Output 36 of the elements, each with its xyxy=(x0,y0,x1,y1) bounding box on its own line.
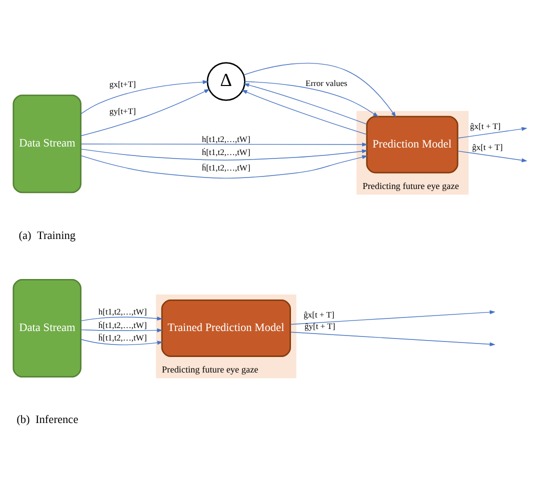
arrow xyxy=(290,310,496,324)
arrow xyxy=(80,328,163,332)
arrow xyxy=(80,88,210,136)
arrow xyxy=(80,338,163,345)
node-box: Prediction Model xyxy=(366,115,458,173)
edge-label: ḧ[t1,t2,…,tW] xyxy=(202,162,250,172)
arrow xyxy=(457,126,528,138)
edge-label: ḧ[t1,t2,…,tW] xyxy=(98,332,147,342)
node-box: Data Stream xyxy=(12,278,82,377)
node-box: Trained Prediction Model xyxy=(161,299,291,356)
edge-label: h[t1,t2,…,tW] xyxy=(98,306,147,316)
edge-label: ḣ[t1,t2,…,tW] xyxy=(98,319,147,330)
label: (a) Training xyxy=(18,229,76,242)
edge-label: gy[t+T] xyxy=(109,105,136,116)
arrow xyxy=(80,154,368,178)
arrow xyxy=(243,62,396,117)
arrow xyxy=(290,331,496,346)
label: (b) Inference xyxy=(16,414,78,426)
arrow xyxy=(244,80,379,117)
arrow xyxy=(80,316,163,321)
edge-label: ḣ[t1,t2,…,tW] xyxy=(202,146,250,156)
arrow xyxy=(242,89,368,134)
edge-label: ĝx[t + T] xyxy=(304,309,334,320)
edge-label: ĝy[t + T] xyxy=(304,320,336,330)
edge-label: ĝx[t + T] xyxy=(470,120,501,131)
edge-label: h[t1,t2,…,tW] xyxy=(202,134,250,144)
edge-label: Error values xyxy=(306,78,348,88)
edge-label: gx[t+T] xyxy=(109,78,136,88)
arrow xyxy=(457,150,528,162)
arrow xyxy=(80,80,208,114)
arrow xyxy=(243,82,368,124)
node-box: Data Stream xyxy=(12,94,82,193)
arrow xyxy=(80,142,368,146)
node-circle: Δ xyxy=(206,62,246,100)
edge-label: ĝx[t + T] xyxy=(472,142,503,152)
arrow xyxy=(80,148,368,160)
